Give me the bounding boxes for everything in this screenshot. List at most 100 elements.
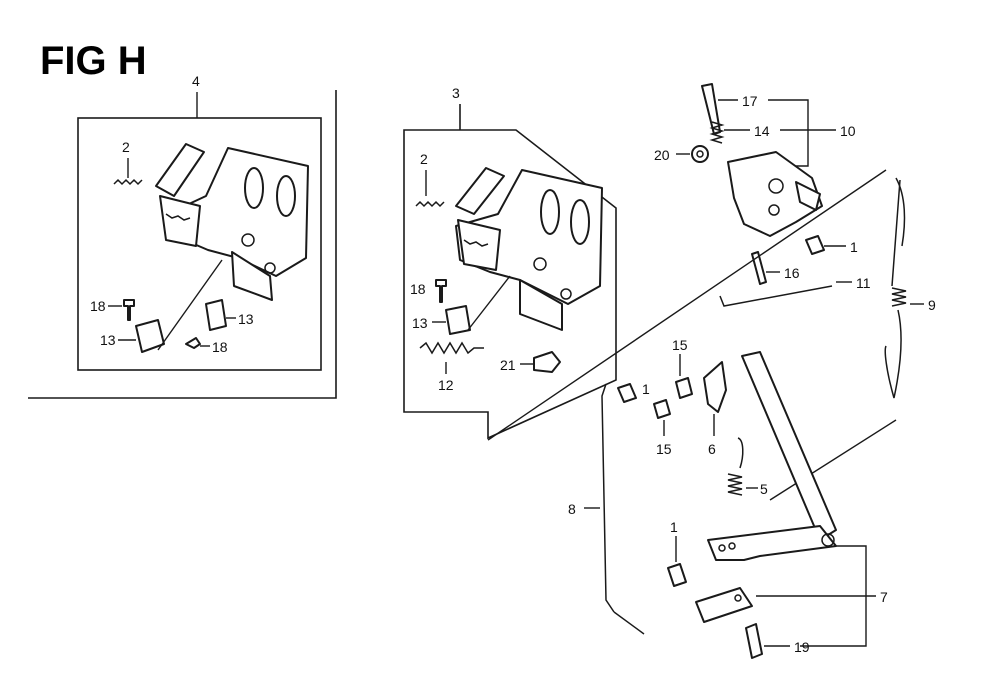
spring-5-coil bbox=[727, 473, 743, 496]
lever-arm-left bbox=[159, 195, 201, 247]
callout-1-mid: 1 bbox=[642, 381, 650, 397]
lever-plate bbox=[695, 587, 753, 623]
clip-1-low bbox=[667, 563, 687, 587]
nut-21 bbox=[533, 351, 561, 373]
leader-13-a-tie bbox=[157, 259, 223, 351]
callout-18-left-a: 18 bbox=[90, 298, 106, 314]
screw-15-b bbox=[653, 399, 671, 419]
callout-10: 10 bbox=[840, 123, 856, 139]
governor-group: 17 14 10 20 1 16 11 9 bbox=[487, 83, 936, 441]
spring-2-center bbox=[415, 200, 445, 208]
callout-16: 16 bbox=[784, 265, 800, 281]
bolt-16 bbox=[751, 251, 767, 285]
throttle-rod-8 bbox=[601, 383, 615, 613]
plate-hole-left bbox=[241, 233, 255, 247]
spring-9-body bbox=[884, 179, 902, 399]
callout-5: 5 bbox=[760, 481, 768, 497]
callout-7: 7 bbox=[880, 589, 888, 605]
clip-1-top bbox=[805, 235, 825, 255]
leader-13-c-tie bbox=[467, 275, 511, 331]
spring-9-hook bbox=[895, 177, 906, 247]
callout-15-a: 15 bbox=[672, 337, 688, 353]
figure-title: FIG H bbox=[40, 39, 147, 83]
bolt-19 bbox=[745, 623, 763, 659]
governor-clamp bbox=[795, 181, 821, 211]
callout-18-left-b: 18 bbox=[212, 339, 228, 355]
spring-14 bbox=[709, 121, 725, 144]
control-lever-arm bbox=[741, 351, 837, 541]
assembly-3-frame bbox=[403, 104, 617, 440]
lever-pivot bbox=[821, 533, 835, 547]
lever-hole-1 bbox=[718, 544, 726, 552]
assembly-4-frame-outer bbox=[28, 90, 337, 399]
callout-13-left-b: 13 bbox=[238, 311, 254, 327]
plate-hole-left-2 bbox=[264, 262, 276, 274]
nut-20 bbox=[691, 145, 709, 163]
bracket-6 bbox=[703, 361, 727, 413]
plate-hole-center bbox=[533, 257, 547, 271]
governor-arm bbox=[727, 151, 823, 237]
leader-10-bracket bbox=[768, 99, 809, 167]
callout-15-b: 15 bbox=[656, 441, 672, 457]
leader-8-tail bbox=[613, 611, 645, 635]
spring-2-left bbox=[113, 178, 143, 186]
lever-hole-2 bbox=[728, 542, 736, 550]
plate-slot-center-2 bbox=[570, 199, 590, 245]
callout-3: 3 bbox=[452, 85, 460, 101]
plate-bracket-center bbox=[519, 279, 563, 331]
callout-1-top: 1 bbox=[850, 239, 858, 255]
callout-2-center: 2 bbox=[420, 151, 428, 167]
callout-12: 12 bbox=[438, 377, 454, 393]
spring-5-hook bbox=[737, 437, 744, 469]
callout-2-left: 2 bbox=[122, 139, 130, 155]
callout-14: 14 bbox=[754, 123, 770, 139]
leader-5-link bbox=[769, 419, 897, 501]
clip-13-center bbox=[445, 305, 471, 335]
callout-6: 6 bbox=[708, 441, 716, 457]
throttle-lever-left bbox=[155, 143, 205, 197]
nut-20-hole bbox=[696, 150, 704, 158]
screw-18-left-b bbox=[185, 337, 201, 349]
assembly-3-group: 3 2 18 13 12 21 bbox=[403, 85, 617, 440]
plate-hole-center-2 bbox=[560, 288, 572, 300]
assembly-4-frame-inner bbox=[77, 117, 322, 371]
callout-18-center: 18 bbox=[410, 281, 426, 297]
callout-1-low: 1 bbox=[670, 519, 678, 535]
assembly-4-group: 4 2 18 13 13 18 bbox=[28, 73, 337, 399]
lever-arm-center bbox=[457, 219, 501, 271]
screw-18-left-a bbox=[123, 299, 135, 321]
callout-19: 19 bbox=[794, 639, 810, 655]
lever-teeth-left bbox=[165, 213, 191, 221]
leader-governor-link bbox=[487, 169, 887, 441]
governor-rod-11 bbox=[719, 285, 833, 307]
throttle-lever-center bbox=[455, 167, 505, 215]
governor-pivot bbox=[768, 178, 784, 194]
callout-8: 8 bbox=[568, 501, 576, 517]
plate-slot-left-2 bbox=[276, 175, 296, 217]
callout-21: 21 bbox=[500, 357, 516, 373]
lower-linkage-group: 8 1 15 15 6 5 7 1 bbox=[568, 337, 897, 659]
clip-13-left-b bbox=[205, 299, 227, 331]
control-lever-base bbox=[707, 525, 837, 561]
callout-13-left-a: 13 bbox=[100, 332, 116, 348]
plate-hole-7 bbox=[734, 594, 742, 602]
callout-4: 4 bbox=[192, 73, 200, 89]
clip-1-mid bbox=[617, 383, 637, 403]
lever-teeth-center bbox=[463, 239, 489, 247]
callout-13-center: 13 bbox=[412, 315, 428, 331]
callout-9: 9 bbox=[928, 297, 936, 313]
clip-13-left-a bbox=[135, 319, 165, 353]
plate-slot-center-1 bbox=[540, 189, 560, 235]
control-plate-center bbox=[455, 169, 603, 305]
plate-slot-left-1 bbox=[244, 167, 264, 209]
screw-15-a bbox=[675, 377, 693, 399]
callout-17: 17 bbox=[742, 93, 758, 109]
callout-20: 20 bbox=[654, 147, 670, 163]
spring-12 bbox=[419, 341, 484, 355]
plate-bracket-left bbox=[231, 251, 273, 301]
spring-9-coil bbox=[891, 287, 907, 307]
screw-18-center bbox=[435, 279, 447, 303]
callout-11: 11 bbox=[856, 275, 871, 291]
governor-hole bbox=[768, 204, 780, 216]
